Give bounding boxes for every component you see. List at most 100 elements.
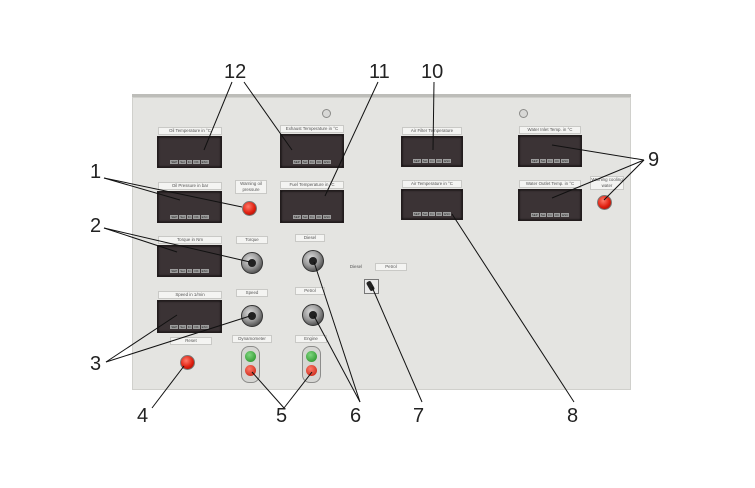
display-key[interactable]: ESC bbox=[200, 160, 209, 164]
exhaust-temperature-label: Exhaust Temperature in °C bbox=[280, 125, 344, 133]
display-key[interactable]: Fn bbox=[186, 269, 193, 273]
engine-start-button[interactable] bbox=[306, 351, 317, 362]
leader-6a bbox=[313, 261, 361, 403]
callout-2: 2 bbox=[90, 215, 102, 237]
display-key[interactable]: Set bbox=[539, 213, 547, 217]
display-key[interactable]: ESC bbox=[443, 212, 452, 216]
air-temperature-label: Air Temperature in °C bbox=[402, 180, 462, 188]
display-key[interactable]: Fn bbox=[309, 160, 315, 164]
display-key[interactable]: SEP bbox=[292, 215, 301, 219]
dynamometer-start-button[interactable] bbox=[245, 351, 256, 362]
display-key[interactable]: Fn bbox=[186, 325, 193, 329]
display-key[interactable]: OK bbox=[193, 160, 200, 164]
display-key[interactable]: SEP bbox=[412, 212, 421, 216]
display-key[interactable]: Set bbox=[179, 215, 186, 219]
display-key[interactable]: Set bbox=[179, 160, 186, 164]
display-key[interactable]: Fn bbox=[186, 160, 193, 164]
display-key[interactable]: OK bbox=[193, 269, 200, 273]
petrol-selector-label: Petrol bbox=[375, 263, 407, 271]
callout-5: 5 bbox=[276, 405, 288, 427]
display-key[interactable]: OK bbox=[193, 215, 200, 219]
leader-7 bbox=[371, 286, 423, 403]
leader-5a bbox=[251, 371, 285, 409]
diesel-toggle-switch[interactable] bbox=[302, 250, 324, 272]
torque-label: Torque in Nm bbox=[158, 236, 222, 244]
leader-12b bbox=[243, 81, 293, 151]
dynamometer-start-stop-buttons[interactable] bbox=[241, 346, 260, 383]
fuel-temperature-label: Fuel Temperature in °C bbox=[280, 181, 344, 189]
display-key[interactable]: Set bbox=[421, 159, 429, 163]
display-key[interactable]: ESC bbox=[561, 159, 570, 163]
display-key[interactable]: Set bbox=[539, 159, 547, 163]
dynamometer-label: Dynamometer bbox=[232, 335, 272, 343]
display-key[interactable]: OK bbox=[193, 325, 200, 329]
dynamometer-stop-button[interactable] bbox=[245, 365, 256, 376]
air-filter-temperature-label: Air Filter Temperature bbox=[402, 127, 462, 135]
display-key[interactable]: Fn bbox=[429, 212, 435, 216]
display-key[interactable]: SEP bbox=[530, 213, 539, 217]
display-key[interactable]: ESC bbox=[561, 213, 570, 217]
display-key[interactable]: SEP bbox=[170, 325, 179, 329]
display-key[interactable]: Set bbox=[179, 269, 186, 273]
display-key[interactable]: ESC bbox=[323, 215, 332, 219]
petrol-switch-label: Petrol bbox=[295, 287, 325, 295]
display-key[interactable]: Fn bbox=[309, 215, 315, 219]
display-key[interactable]: OK bbox=[315, 160, 323, 164]
engine-start-stop-buttons[interactable] bbox=[302, 346, 321, 383]
leader-3b bbox=[105, 315, 251, 363]
display-key[interactable]: SEP bbox=[170, 160, 179, 164]
leader-8 bbox=[451, 213, 575, 403]
display-key[interactable]: OK bbox=[315, 215, 323, 219]
display-key[interactable]: Fn bbox=[547, 159, 553, 163]
torque-switch-label: Torque bbox=[236, 236, 268, 244]
callout-1: 1 bbox=[90, 161, 102, 183]
leader-9a bbox=[551, 144, 645, 161]
display-key[interactable]: Fn bbox=[547, 213, 553, 217]
display-key[interactable]: ESC bbox=[200, 325, 209, 329]
callout-3: 3 bbox=[90, 353, 102, 375]
callout-12: 12 bbox=[224, 61, 247, 83]
display-key[interactable]: ESC bbox=[200, 269, 209, 273]
display-key[interactable]: SEP bbox=[530, 159, 539, 163]
callout-4: 4 bbox=[137, 405, 149, 427]
display-key[interactable]: OK bbox=[435, 159, 443, 163]
display-key[interactable]: Set bbox=[179, 325, 186, 329]
leader-2b bbox=[103, 227, 251, 263]
display-key[interactable]: SEP bbox=[170, 215, 179, 219]
display-key[interactable]: SEP bbox=[292, 160, 301, 164]
display-key[interactable]: Fn bbox=[186, 215, 193, 219]
display-key[interactable]: ESC bbox=[200, 215, 209, 219]
torque-toggle-switch[interactable] bbox=[241, 252, 263, 274]
display-key[interactable]: OK bbox=[553, 159, 561, 163]
warning-cooling-water-label: Warning cooling water bbox=[590, 176, 624, 190]
petrol-toggle-switch[interactable] bbox=[302, 304, 324, 326]
display-key[interactable]: Set bbox=[301, 160, 309, 164]
speed-toggle-switch[interactable] bbox=[241, 305, 263, 327]
display-key[interactable]: Set bbox=[301, 215, 309, 219]
water-outlet-temp-label: Water Outlet Temp. in °C bbox=[519, 180, 581, 188]
callout-10: 10 bbox=[421, 61, 444, 83]
leader-9b bbox=[551, 159, 645, 199]
display-key[interactable]: ESC bbox=[323, 160, 332, 164]
display-key[interactable]: OK bbox=[553, 213, 561, 217]
display-key[interactable]: Set bbox=[421, 212, 429, 216]
fuel-selector-switch[interactable] bbox=[364, 279, 379, 294]
callout-8: 8 bbox=[567, 405, 579, 427]
display-key[interactable]: SEP bbox=[412, 159, 421, 163]
display-key[interactable]: Fn bbox=[429, 159, 435, 163]
display-key[interactable]: ESC bbox=[443, 159, 452, 163]
speed-switch-label: Speed bbox=[236, 289, 268, 297]
display-key[interactable]: SEP bbox=[170, 269, 179, 273]
display-key[interactable]: OK bbox=[435, 212, 443, 216]
engine-stop-button[interactable] bbox=[306, 365, 317, 376]
water-inlet-temp-label: Water Inlet Temp. in °C bbox=[519, 126, 581, 134]
